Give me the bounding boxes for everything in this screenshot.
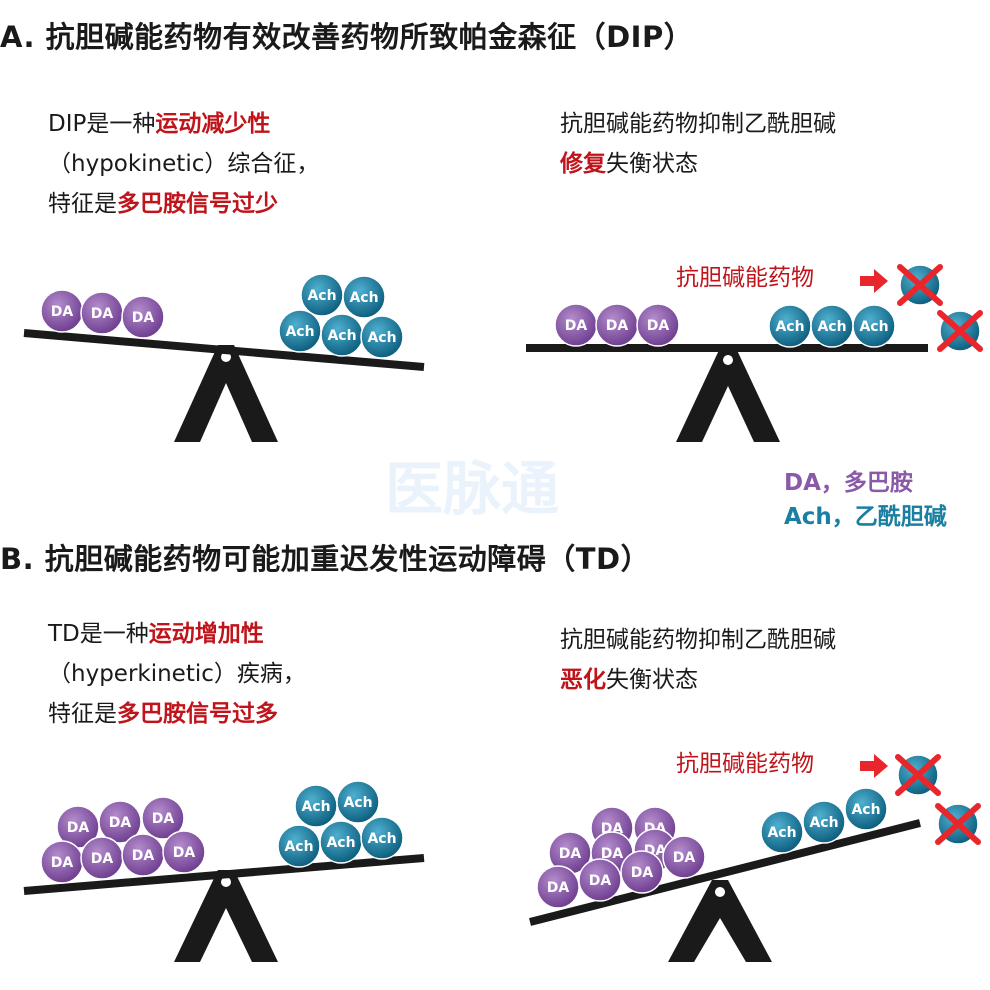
b-right-da-ball-6: [662, 835, 706, 879]
b-right-da-ball-8: [578, 858, 622, 902]
a-left-beam: [23, 329, 425, 371]
a-left-ach-ball-4-label: Ach: [327, 328, 356, 344]
section-b-right-text: 抗胆碱能药物抑制乙酰胆碱 恶化失衡状态: [560, 620, 836, 700]
b-left-line3-prefix: 特征是: [48, 701, 117, 727]
b-right-ach-ball-2: [802, 800, 846, 844]
b-right-da-ball-9-label: DA: [631, 865, 654, 881]
b-right-fulcrum: [668, 880, 772, 962]
a-left-line3-prefix: 特征是: [48, 191, 117, 217]
b-right-ach-ball-1-label: Ach: [767, 825, 796, 841]
b-left-ach-ball-1-label: Ach: [301, 799, 330, 815]
b-right-ach-ball-1: [760, 810, 804, 854]
a-left-ach-ball-5: [360, 315, 404, 359]
b-left-line2: （hyperkinetic）疾病，: [48, 661, 306, 687]
b-right-line2-suffix: 失衡状态: [606, 667, 698, 693]
b-left-line1-prefix: TD是一种: [48, 621, 149, 647]
b-right-da-ball-9: [620, 850, 664, 894]
legend: DA，多巴胺 Ach，乙酰胆碱: [784, 466, 947, 534]
a-left-ach-ball-1-label: Ach: [307, 288, 336, 304]
b-left-ach-ball-2: [336, 780, 380, 824]
a-right-da-ball-3-label: DA: [647, 318, 670, 334]
section-b-left-text: TD是一种运动增加性 （hyperkinetic）疾病， 特征是多巴胺信号过多: [48, 614, 306, 734]
a-left-ach-ball-3-label: Ach: [285, 324, 314, 340]
legend-da: DA，多巴胺: [784, 470, 913, 496]
a-left-line3-highlight: 多巴胺信号过少: [117, 191, 278, 217]
b-left-ach-ball-2-label: Ach: [343, 795, 372, 811]
a-left-da-ball-3: [121, 295, 165, 339]
a-right-fulcrum-pivot: [723, 355, 733, 365]
b-right-da-ball-3-label: DA: [559, 846, 582, 862]
b-right-blocked-ach-2-cross-b: [935, 803, 981, 845]
b-right-line2-highlight: 恶化: [560, 667, 606, 693]
b-right-beam: [529, 819, 921, 926]
a-left-fulcrum: [174, 345, 278, 442]
b-left-line3-highlight: 多巴胺信号过多: [117, 701, 278, 727]
a-right-da-ball-2-label: DA: [606, 318, 629, 334]
a-drug-label: 抗胆碱能药物: [676, 265, 814, 291]
b-left-line1-highlight: 运动增加性: [148, 621, 264, 647]
b-left-ach-ball-5-label: Ach: [367, 831, 396, 847]
a-left-line1-prefix: DIP是一种: [48, 111, 156, 137]
b-left-da-ball-4-label: DA: [51, 855, 74, 871]
b-right-ach-ball-2-label: Ach: [809, 815, 838, 831]
b-left-da-ball-7: [162, 830, 206, 874]
b-left-ach-ball-4-label: Ach: [326, 835, 355, 851]
a-right-fulcrum: [676, 348, 780, 442]
a-left-ach-ball-5-label: Ach: [367, 330, 396, 346]
a-left-da-ball-2-label: DA: [91, 306, 114, 322]
b-right-da-ball-8-label: DA: [589, 873, 612, 889]
a-left-da-ball-1-label: DA: [51, 304, 74, 320]
a-right-line1: 抗胆碱能药物抑制乙酰胆碱: [560, 111, 836, 137]
a-right-ach-ball-1-label: Ach: [775, 319, 804, 335]
b-right-da-ball-7: [536, 865, 580, 909]
a-right-ach-ball-2-label: Ach: [817, 319, 846, 335]
b-right-da-ball-6-label: DA: [673, 850, 696, 866]
b-left-da-ball-2-label: DA: [109, 815, 132, 831]
a-right-line2-suffix: 失衡状态: [606, 151, 698, 177]
b-left-da-ball-6-label: DA: [132, 848, 155, 864]
b-left-da-ball-5-label: DA: [91, 851, 114, 867]
b-left-fulcrum: [174, 870, 278, 962]
a-right-blocked-ach-1-cross-b: [897, 264, 943, 306]
b-right-blocked-ach-1-cross-b: [895, 754, 941, 796]
b-left-da-ball-7-label: DA: [173, 845, 196, 861]
b-right-arrow: [860, 754, 888, 778]
b-left-ach-ball-3-label: Ach: [284, 839, 313, 855]
b-right-line1: 抗胆碱能药物抑制乙酰胆碱: [560, 627, 836, 653]
a-left-line1-highlight: 运动减少性: [155, 111, 271, 137]
section-b-title: B. 抗胆碱能药物可能加重迟发性运动障碍（TD）: [0, 542, 651, 576]
a-left-fulcrum-pivot: [221, 352, 231, 362]
section-a-title: A. 抗胆碱能药物有效改善药物所致帕金森征（DIP）: [0, 20, 694, 54]
b-right-da-ball-4-label: DA: [601, 846, 624, 862]
a-right-ach-ball-3-label: Ach: [859, 319, 888, 335]
b-right-fulcrum-pivot: [715, 887, 725, 897]
a-left-da-ball-3-label: DA: [132, 310, 155, 326]
b-right-ach-ball-3-label: Ach: [851, 802, 880, 818]
b-right-da-ball-7-label: DA: [547, 880, 570, 896]
b-right-ach-ball-3: [844, 787, 888, 831]
a-left-line2: （hypokinetic）综合征，: [48, 151, 320, 177]
b-drug-label: 抗胆碱能药物: [676, 751, 814, 777]
b-left-da-ball-3: [141, 796, 185, 840]
b-left-fulcrum-pivot: [221, 877, 231, 887]
b-left-da-ball-3-label: DA: [152, 811, 175, 827]
b-left-ach-ball-5: [360, 816, 404, 860]
a-right-line2-highlight: 修复: [560, 151, 606, 177]
legend-ach: Ach，乙酰胆碱: [784, 504, 947, 530]
b-left-da-ball-2: [98, 800, 142, 844]
a-right-da-ball-1-label: DA: [565, 318, 588, 334]
a-left-ach-ball-2-label: Ach: [349, 290, 378, 306]
section-a-right-text: 抗胆碱能药物抑制乙酰胆碱 修复失衡状态: [560, 104, 836, 184]
a-right-da-ball-3: [636, 303, 680, 347]
a-right-ach-ball-3: [852, 304, 896, 348]
b-left-da-ball-1-label: DA: [67, 820, 90, 836]
section-a-left-text: DIP是一种运动减少性 （hypokinetic）综合征， 特征是多巴胺信号过少: [48, 104, 319, 224]
a-right-blocked-ach-2-cross-b: [937, 310, 983, 352]
b-left-beam: [23, 854, 425, 895]
a-right-arrow: [860, 269, 888, 293]
a-left-ach-ball-2: [342, 275, 386, 319]
